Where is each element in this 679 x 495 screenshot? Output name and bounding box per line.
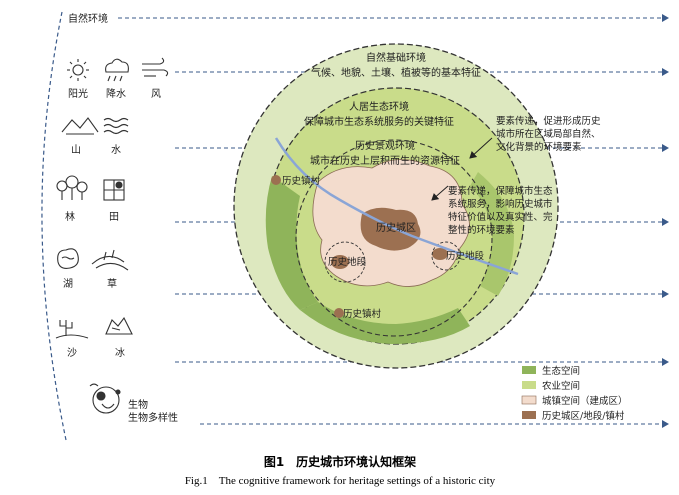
water-label: 水 <box>111 144 121 156</box>
farmland-icon <box>103 179 125 201</box>
legend-item-eco: 生态空间 <box>522 365 580 377</box>
historic-area-right-shape <box>432 248 448 260</box>
rain-label: 降水 <box>106 87 126 100</box>
landscape-title: 历史景观环境 <box>355 139 415 152</box>
historic-area-right-label: 历史地段 <box>446 250 485 262</box>
forest-label: 林 <box>65 210 75 223</box>
mountain-icon <box>61 117 99 135</box>
historic-area-left-ring <box>324 241 366 283</box>
habitat-desc: 保障城市生态系统服务的关键特征 <box>304 115 454 128</box>
rain-icon <box>105 58 129 82</box>
biology-icon <box>89 383 121 414</box>
outer-environment-label: 自然环境 <box>68 12 108 25</box>
landscape-desc: 城市在历史上层积而生的资源特征 <box>310 154 460 167</box>
farmland-label: 田 <box>109 212 119 223</box>
wind-icon <box>142 57 169 77</box>
lake-icon <box>57 248 79 269</box>
historic-district-label: 历史城区 <box>376 222 416 234</box>
ring-landscape <box>295 139 493 337</box>
legend: 生态空间 农业空间 城镇空间（建成区） 历史城区/地段/镇村 <box>521 365 628 422</box>
caption-cn: 图1 历史城市环境认知框架 <box>264 454 416 469</box>
mountain-label: 山 <box>71 144 81 156</box>
habitat-title: 人居生态环境 <box>349 100 409 113</box>
environment-boundary-curve <box>41 11 67 441</box>
historic-town-left-shape <box>271 175 281 185</box>
svg-text:历史城区/地段/镇村: 历史城区/地段/镇村 <box>542 410 625 422</box>
desert-label: 沙 <box>67 347 77 359</box>
sun-icon <box>67 59 89 81</box>
historic-area-left-shape <box>331 255 349 269</box>
historic-town-left-label: 历史镇村 <box>282 175 321 187</box>
legend-item-historic: 历史城区/地段/镇村 <box>522 410 625 422</box>
forest-icon <box>56 175 88 200</box>
historic-village-bottom-label: 历史镇村 <box>343 308 382 320</box>
water-icon <box>103 117 129 135</box>
grass-label: 草 <box>107 278 117 290</box>
svg-text:要素传递，促进形成历史: 要素传递，促进形成历史 <box>496 115 601 127</box>
grass-icon <box>91 249 129 271</box>
svg-text:系统服务，影响历史城市: 系统服务，影响历史城市 <box>448 198 553 210</box>
svg-text:文化背景的环境要素: 文化背景的环境要素 <box>496 141 582 153</box>
historic-area-right-ring <box>431 241 461 271</box>
svg-text:整性的环境要素: 整性的环境要素 <box>448 224 515 236</box>
historic-village-bottom-shape <box>334 308 344 318</box>
biology-label: 生物 <box>128 398 148 411</box>
legend-item-urban: 城镇空间（建成区） <box>521 395 628 407</box>
river <box>274 137 519 276</box>
caption-en: Fig.1 The cognitive framework for herita… <box>185 475 496 487</box>
ice-label: 冰 <box>115 346 125 359</box>
svg-text:农业空间: 农业空间 <box>542 380 580 392</box>
desert-icon <box>55 320 89 339</box>
annotation-transfer-2: 要素传递，保障城市生态 系统服务，影响历史城市 特征价值以及真实性、完 整性的环… <box>431 185 553 236</box>
ice-icon <box>105 316 133 335</box>
lake-label: 湖 <box>63 278 73 290</box>
biodiversity-label: 生物多样性 <box>128 411 178 424</box>
svg-text:城镇空间（建成区）: 城镇空间（建成区） <box>542 395 628 407</box>
eco-space-left <box>265 176 318 310</box>
historic-area-left-label: 历史地段 <box>328 256 367 268</box>
annotation-transfer-1: 要素传递，促进形成历史 城市所在区域局部自然、 文化背景的环境要素 <box>469 115 601 159</box>
svg-text:城市所在区域局部自然、: 城市所在区域局部自然、 <box>496 128 601 140</box>
svg-text:特征价值以及真实性、完: 特征价值以及真实性、完 <box>448 211 553 223</box>
svg-text:生态空间: 生态空间 <box>542 365 580 377</box>
wind-label: 风 <box>151 88 161 100</box>
svg-text:要素传递，保障城市生态: 要素传递，保障城市生态 <box>448 185 553 197</box>
sun-label: 阳光 <box>68 87 88 100</box>
eco-space-bottom <box>300 302 470 344</box>
natural-base-title: 自然基础环境 <box>366 51 426 64</box>
legend-item-agri: 农业空间 <box>522 380 580 392</box>
natural-base-desc: 气候、地貌、土壤、植被等的基本特征 <box>311 66 481 79</box>
